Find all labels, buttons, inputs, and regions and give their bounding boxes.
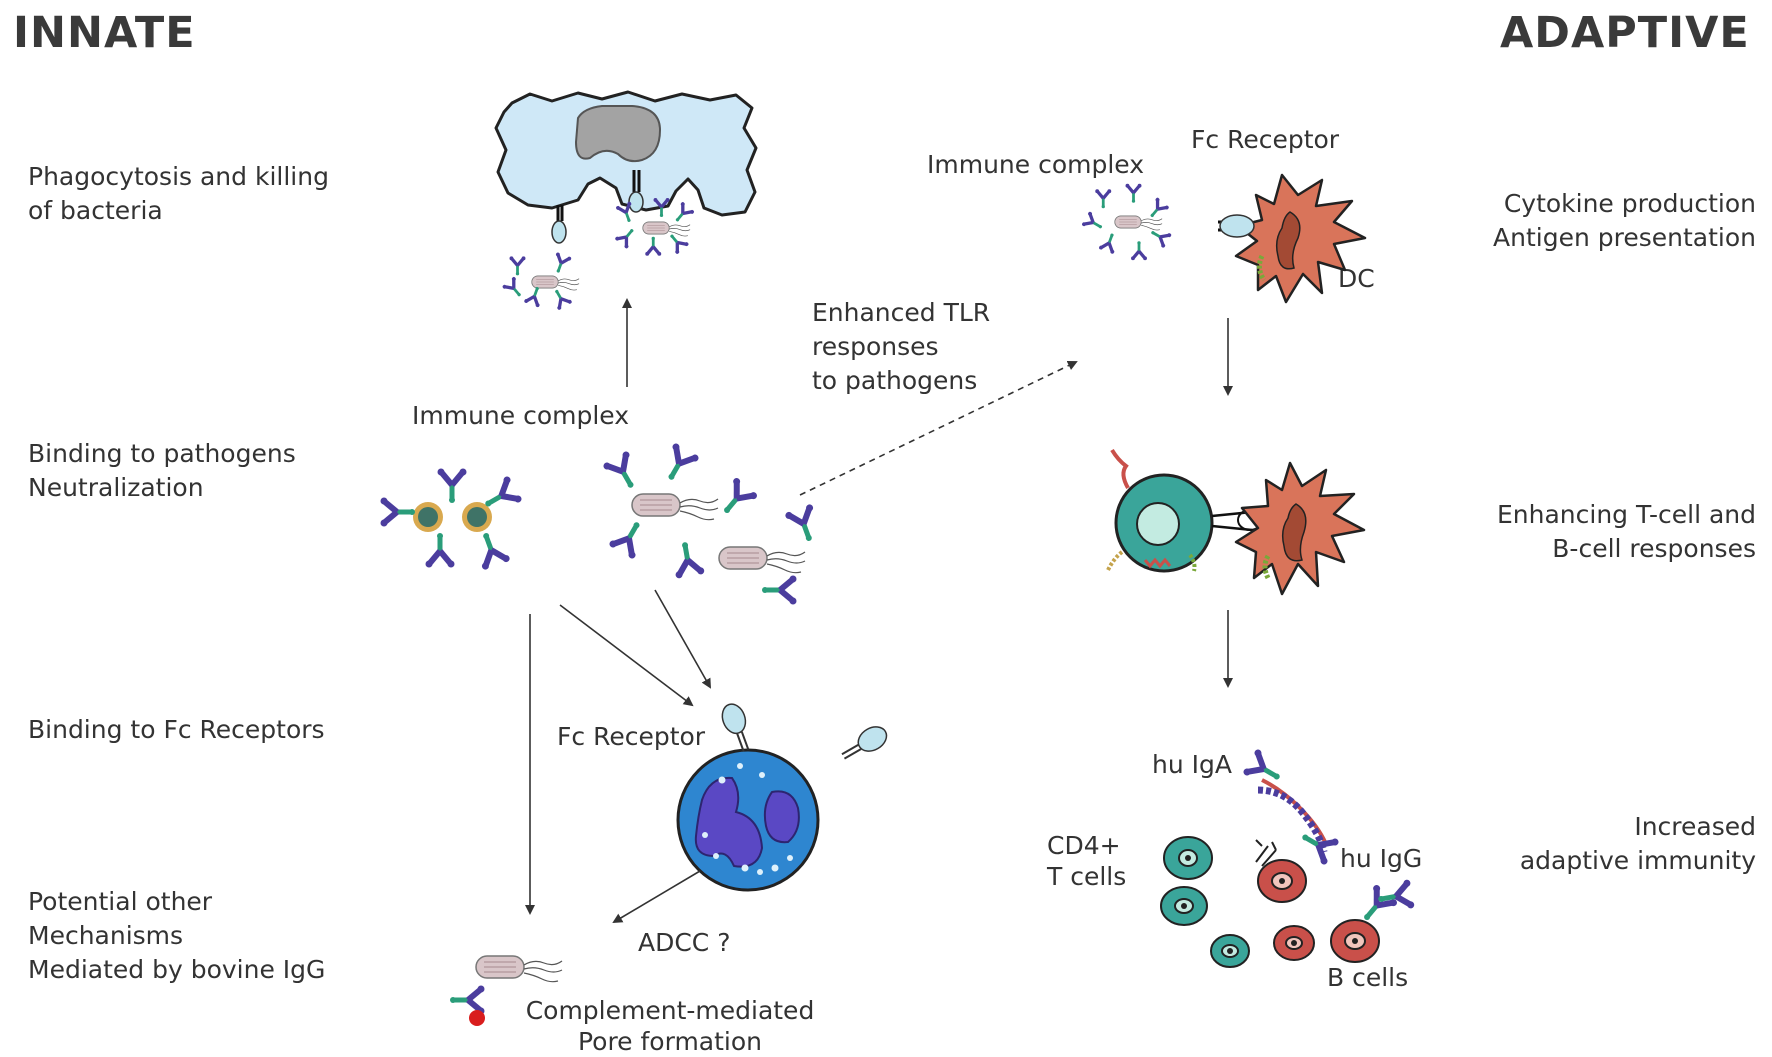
heading-adaptive: ADAPTIVE	[1500, 8, 1750, 58]
complement-complex	[450, 955, 563, 1026]
hu-iga-dimer	[1242, 748, 1340, 866]
immune-complex-phago-1	[500, 250, 580, 313]
t-cells	[1160, 836, 1250, 968]
bacteria-complex	[602, 442, 823, 604]
heading-innate: INNATE	[13, 8, 196, 58]
label-immune-complex-adaptive: Immune complex	[927, 150, 1145, 179]
b-cells	[1255, 839, 1380, 963]
label-binding-fc: Binding to Fc Receptors	[28, 715, 325, 744]
label-hu-igg: hu IgG	[1340, 844, 1423, 873]
neutrophil-cell	[676, 699, 892, 892]
arrows-innate	[525, 298, 1078, 924]
label-cd4-tcells: CD4+T cells	[1047, 831, 1127, 891]
label-hu-iga: hu IgA	[1152, 750, 1232, 779]
label-adcc: ADCC ?	[638, 928, 731, 957]
label-fc-receptor-center: Fc Receptor	[557, 722, 706, 751]
immune-complex-adaptive	[1079, 182, 1174, 262]
label-b-cells: B cells	[1327, 963, 1409, 992]
tcell-dc-interaction	[1106, 448, 1366, 596]
virus-complex	[381, 469, 523, 571]
label-fc-receptor-adaptive: Fc Receptor	[1191, 125, 1340, 154]
macrophage-cell	[494, 90, 758, 244]
dendritic-cell-top	[1218, 173, 1367, 304]
label-immune-complex-center: Immune complex	[412, 401, 630, 430]
